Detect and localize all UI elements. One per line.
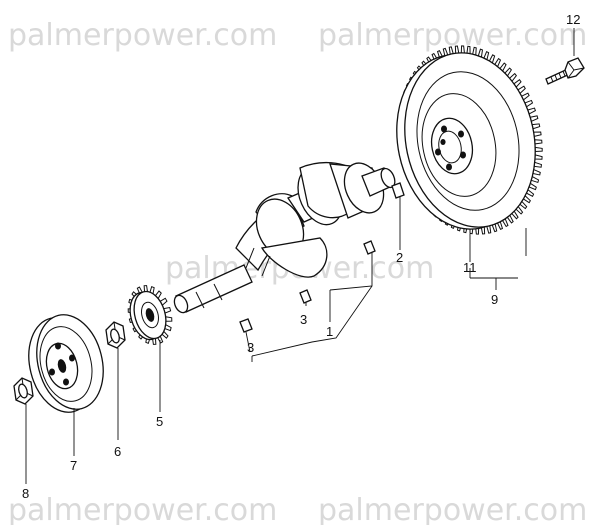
watermark-top-right: palmerpower.com [318,18,587,53]
callout-8: 8 [22,486,29,501]
watermark-bottom-right: palmerpower.com [318,493,587,525]
callout-9: 9 [491,292,498,307]
crankshaft-pulley [28,314,104,413]
callout-3-lower: 3 [247,340,254,355]
callout-3-upper: 3 [300,312,307,327]
key-3-lower [239,318,253,333]
callout-6: 6 [114,444,121,459]
gear-tooth [534,146,543,153]
gear-tooth [466,45,471,55]
callout-11: 11 [463,260,477,275]
flywheel [396,45,543,235]
flywheel-bolt-holes [435,125,466,171]
flywheel-bolt [545,57,585,85]
callout-5: 5 [156,414,163,429]
gear-tooth [460,45,465,54]
callout-12: 12 [566,12,580,27]
gear-tooth [534,139,543,145]
callout-2: 2 [396,250,403,265]
callout-7: 7 [70,458,77,473]
leader-lines [25,28,575,484]
crankshaft [173,161,396,314]
pulley-nut [13,377,34,405]
watermark-bottom-left: palmerpower.com [8,493,277,525]
watermark-top-left: palmerpower.com [8,18,277,53]
gear-tooth [534,154,543,160]
key-3-middle [299,289,312,304]
crankshaft-gear [127,285,173,345]
key-3-upper [363,240,376,255]
crankshaft-nut [105,321,126,349]
key-2 [391,182,405,199]
callout-1: 1 [326,324,333,339]
gear-tooth [143,285,149,293]
